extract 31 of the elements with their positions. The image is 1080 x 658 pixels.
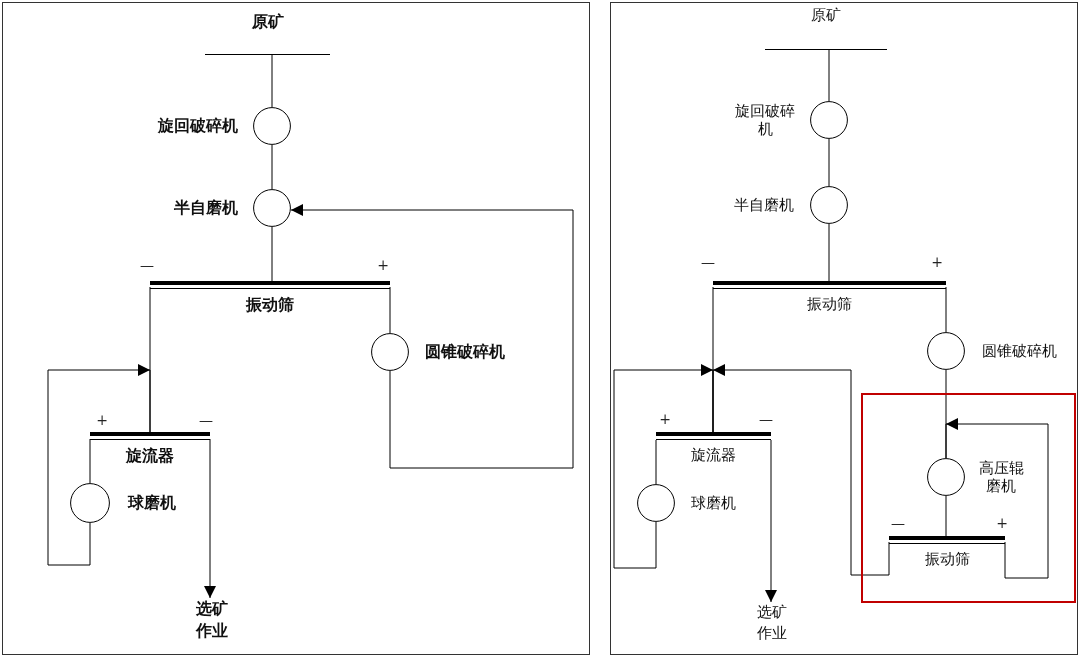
sign-label: — <box>199 413 213 427</box>
sign-label: — <box>701 255 715 269</box>
equipment-label: 高压辊磨机 <box>977 459 1025 495</box>
product-label: 选矿作业 <box>193 598 231 644</box>
highlight-frame <box>861 393 1076 603</box>
sign-label: — <box>140 258 154 272</box>
panel-frame <box>610 2 1078 655</box>
screen-label: 振动筛 <box>244 295 295 315</box>
screen-label: 振动筛 <box>923 550 971 568</box>
equipment-label: 旋回破碎机 <box>734 102 796 138</box>
panel-frame <box>2 2 590 655</box>
node-label: 原矿 <box>810 6 842 24</box>
sign-label: + <box>931 255 943 269</box>
screen-label: 旋流器 <box>690 446 737 464</box>
equipment-label: 球磨机 <box>126 493 177 513</box>
equipment-label: 球磨机 <box>689 494 737 512</box>
equipment-label: 旋回破碎机 <box>157 116 239 136</box>
screen-label: 振动筛 <box>806 295 853 313</box>
equipment-label: 圆锥破碎机 <box>424 342 506 362</box>
product-label: 选矿作业 <box>753 602 791 648</box>
sign-label: + <box>96 413 108 427</box>
sign-label: + <box>377 258 389 272</box>
sign-label: — <box>891 516 905 530</box>
equipment-label: 圆锥破碎机 <box>980 342 1058 360</box>
sign-label: + <box>659 412 671 426</box>
equipment-label: 半自磨机 <box>733 196 795 214</box>
node-label: 原矿 <box>250 12 285 32</box>
screen-label: 旋流器 <box>125 446 175 466</box>
sign-label: + <box>996 516 1008 530</box>
equipment-label: 半自磨机 <box>173 198 239 218</box>
sign-label: — <box>759 412 773 426</box>
